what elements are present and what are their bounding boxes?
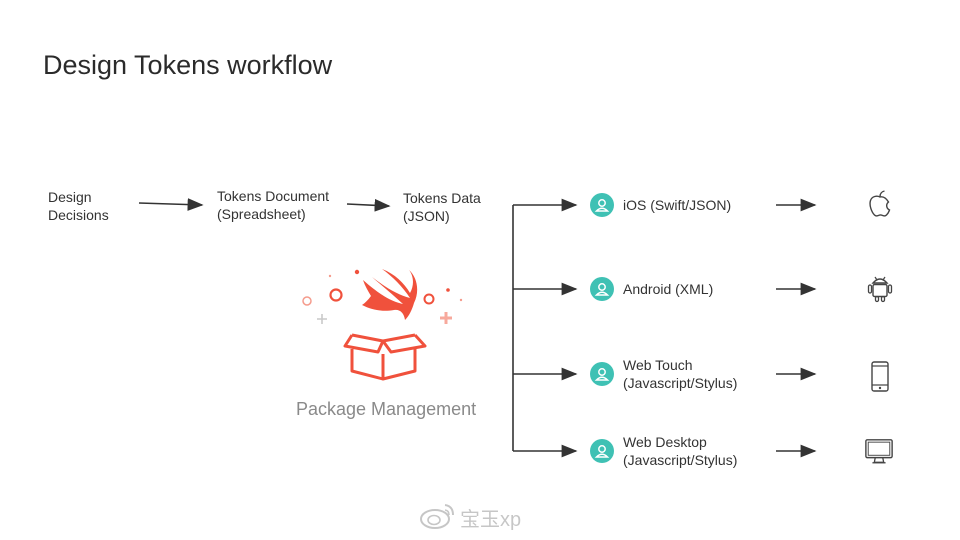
weibo-watermark: 宝玉xp [418, 498, 544, 532]
user-badge-icon [590, 277, 614, 301]
swift-bird-icon [362, 269, 418, 320]
node-tokens-data: Tokens Data (JSON) [403, 190, 481, 224]
sparkle-decorations [302, 269, 463, 324]
smartphone-icon [871, 361, 889, 392]
node-design-decisions: Design Decisions [48, 189, 109, 223]
monitor-icon [865, 439, 893, 464]
target-web-touch: Web Touch (Javascript/Stylus) [623, 357, 738, 391]
arrow-document-to-data [346, 198, 391, 212]
slide-title: Design Tokens workflow [43, 50, 333, 80]
user-badge-icon [590, 439, 614, 463]
user-badge-icon [590, 362, 614, 386]
apple-icon [869, 190, 891, 217]
package-management-label: Package Management [296, 399, 477, 419]
android-icon [867, 276, 893, 303]
arrow-decisions-to-document [138, 198, 204, 211]
open-box-icon [343, 333, 427, 381]
node-tokens-document: Tokens Document (Spreadsheet) [217, 188, 330, 222]
watermark-text: 宝玉xp [460, 509, 522, 531]
target-ios: iOS (Swift/JSON) [623, 197, 732, 213]
weibo-icon [420, 504, 454, 529]
user-badge-icon [590, 193, 614, 217]
target-web-desktop: Web Desktop (Javascript/Stylus) [623, 434, 738, 468]
target-android: Android (XML) [623, 281, 714, 297]
